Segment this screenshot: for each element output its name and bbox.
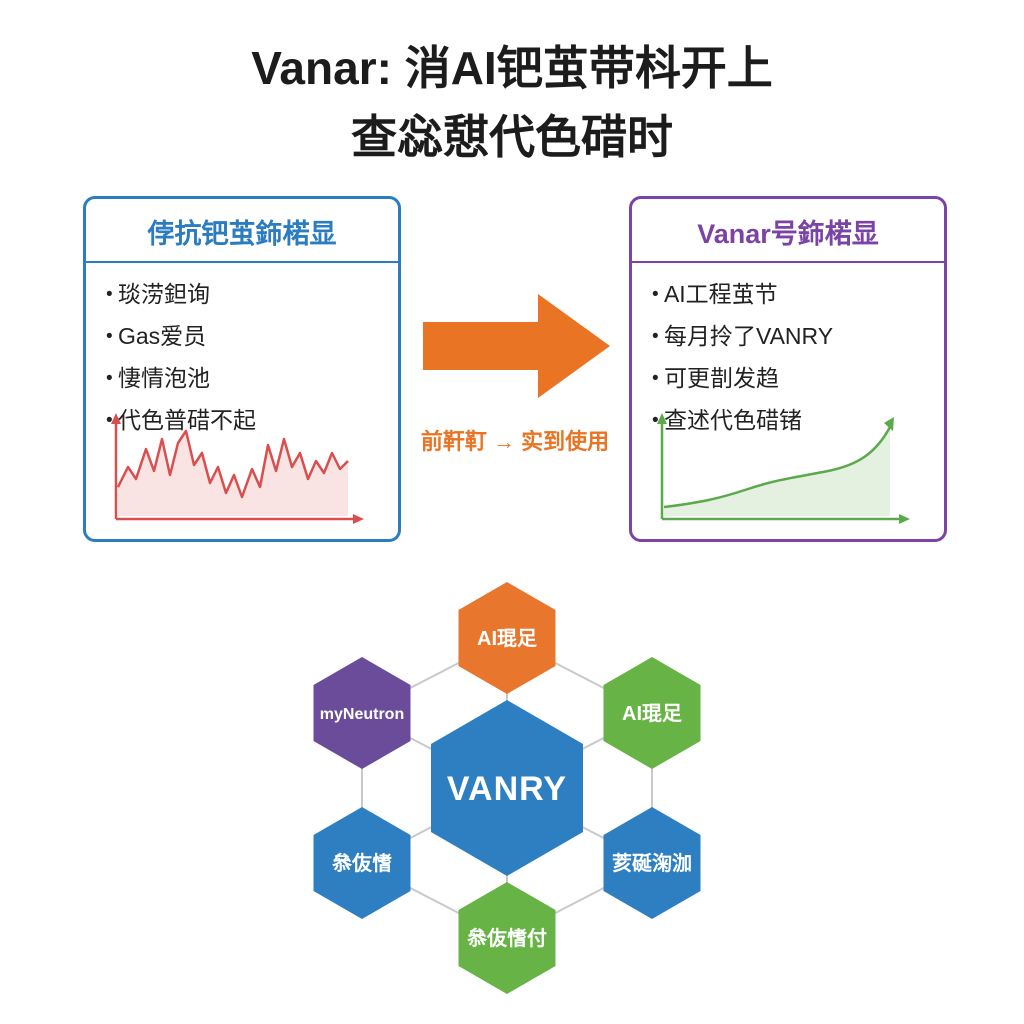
vanar-bullet-list: AI工程茧节 每月拎了VANRY 可更剒发趋 查述代色碏锗: [632, 275, 944, 435]
traditional-model-card: 侼抗钯茧鉓楉显 琰涝鉭询 Gas爱员 悽情泡池 代色普碏不起: [83, 196, 401, 542]
hex-node-top: [458, 582, 556, 694]
transition-label: 前靬靪 → 实到使用: [420, 429, 610, 454]
hex-label-bottom: 叅伖愭付: [467, 926, 547, 950]
hex-node-bottom: [458, 882, 556, 994]
rising-chart-line: [663, 426, 892, 509]
traditional-bullet-list: 琰涝鉭询 Gas爱员 悽情泡池 代色普碏不起: [86, 275, 398, 435]
hex-label-top: AI琨足: [477, 627, 538, 650]
declining-chart-line: [116, 429, 349, 499]
rising-chart-area: [664, 427, 890, 516]
vanar-model-card: Vanar号鉓楉显 AI工程茧节 每月拎了VANRY 可更剒发趋 查述代色碏锗: [629, 196, 947, 542]
rising-chart: [657, 413, 910, 524]
hex-label-center: VANRY: [447, 770, 567, 808]
bullet-item: 查述代色碏锗: [652, 401, 944, 435]
ecosystem-network: AI琨足 myNeutron AI琨足 叅伖愭 荄硟淗泇 叅伖愭付 VANRY: [313, 582, 701, 994]
hex-node-lower-left: [313, 807, 411, 919]
bullet-item: 可更剒发趋: [652, 359, 944, 393]
title-line-2: 查惢憇代色碏时: [351, 111, 673, 163]
transition-arrow: [423, 294, 610, 398]
bullet-item: 代色普碏不起: [106, 401, 398, 435]
hex-node-center: [431, 700, 583, 876]
declining-chart-area: [118, 431, 348, 516]
hex-label-upper-left: myNeutron: [320, 706, 404, 723]
hex-label-lower-right: 荄硟淗泇: [612, 851, 692, 875]
hex-node-upper-left: [313, 657, 411, 769]
bullet-item: 悽情泡池: [106, 359, 398, 393]
bullet-item: Gas爱员: [106, 317, 398, 351]
bullet-item: AI工程茧节: [652, 275, 944, 309]
hex-label-lower-left: 叅伖愭: [332, 851, 392, 875]
page-title: Vanar: 消AI钯茧带枓开上 查惢憇代色碏时: [0, 34, 1024, 172]
bullet-item: 琰涝鉭询: [106, 275, 398, 309]
bullet-item: 每月拎了VANRY: [652, 317, 944, 351]
hex-node-upper-right: [603, 657, 701, 769]
vanar-card-header: Vanar号鉓楉显: [632, 199, 944, 263]
declining-chart: [111, 413, 364, 524]
title-line-1: Vanar: 消AI钯茧带枓开上: [251, 42, 773, 94]
hex-node-lower-right: [603, 807, 701, 919]
traditional-card-header: 侼抗钯茧鉓楉显: [86, 199, 398, 263]
hex-label-upper-right: AI琨足: [622, 702, 683, 725]
transition-arrow-wrap: [418, 288, 618, 413]
